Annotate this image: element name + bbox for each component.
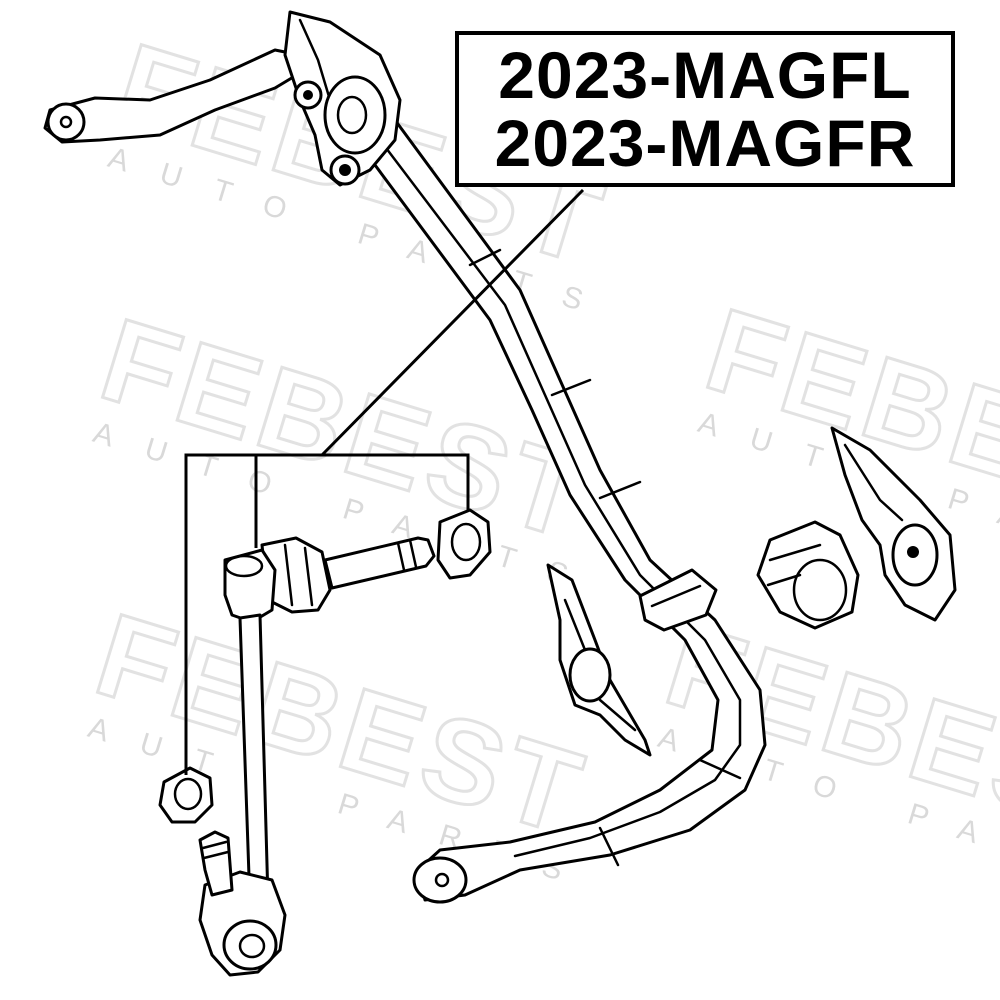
link-lower-nut-face (173, 777, 203, 811)
right-bushing-rib (768, 543, 822, 562)
stabilizer-link (158, 508, 492, 977)
bar-end-eye (412, 856, 468, 904)
bar-end-hole (434, 872, 450, 888)
leader-lines (184, 188, 585, 775)
right-clamp-hole (907, 546, 919, 558)
mount-bracket-edge (298, 18, 332, 102)
link-upper-nut (436, 508, 492, 580)
link-upper-housing-top (224, 554, 264, 578)
right-clamp-fold (843, 443, 904, 522)
right-bushing-face (792, 558, 848, 622)
link-lower-stud-thread (201, 840, 228, 850)
bar-segment-line (598, 480, 642, 500)
mount-bolt-center (303, 90, 313, 100)
middle-clamp-eye (568, 647, 612, 703)
middle-clamp (546, 563, 652, 757)
bar-collar-edge (650, 584, 702, 608)
link-lower-socket (222, 919, 278, 971)
link-boot-fold (303, 546, 314, 607)
bar-segment-line (698, 758, 742, 780)
link-upper-nut-face (450, 522, 482, 562)
mount-nut-center (339, 164, 351, 176)
right-bushing-rib (766, 573, 802, 587)
mount-bushing-bore (336, 95, 368, 135)
link-upper-housing (223, 548, 277, 624)
stabilizer-bar (333, 93, 767, 904)
link-lower-socket-inner (238, 933, 266, 959)
upper-arm (43, 48, 307, 144)
part-number-label: 2023-MAGFL 2023-MAGFR (455, 31, 955, 187)
mount-bushing (323, 75, 387, 155)
link-lower-nut (158, 766, 214, 824)
part-number-right: 2023-MAGFR (494, 106, 916, 180)
link-stud-thread (396, 541, 406, 572)
right-bushing-assembly (756, 426, 957, 630)
bar-collar (638, 568, 718, 632)
bar-segment-line (468, 248, 502, 267)
stabilizer-bar-highlight (378, 138, 742, 858)
bar-segment-line (550, 378, 592, 397)
upper-arm-eye (46, 102, 86, 142)
part-number-left: 2023-MAGFL (498, 38, 912, 112)
upper-arm-hole (59, 115, 73, 129)
middle-clamp-fold (563, 598, 587, 652)
link-lower-stud-thread (202, 850, 230, 860)
leader-main (320, 188, 585, 457)
link-stud-thread (408, 538, 418, 569)
upper-arm-mount (43, 10, 402, 187)
middle-clamp-tab (598, 698, 637, 732)
link-stud (323, 536, 436, 590)
right-bushing-body (756, 520, 860, 630)
bar-segment-line (598, 826, 620, 867)
link-boot-fold (283, 543, 294, 607)
leader-bracket (184, 453, 470, 775)
